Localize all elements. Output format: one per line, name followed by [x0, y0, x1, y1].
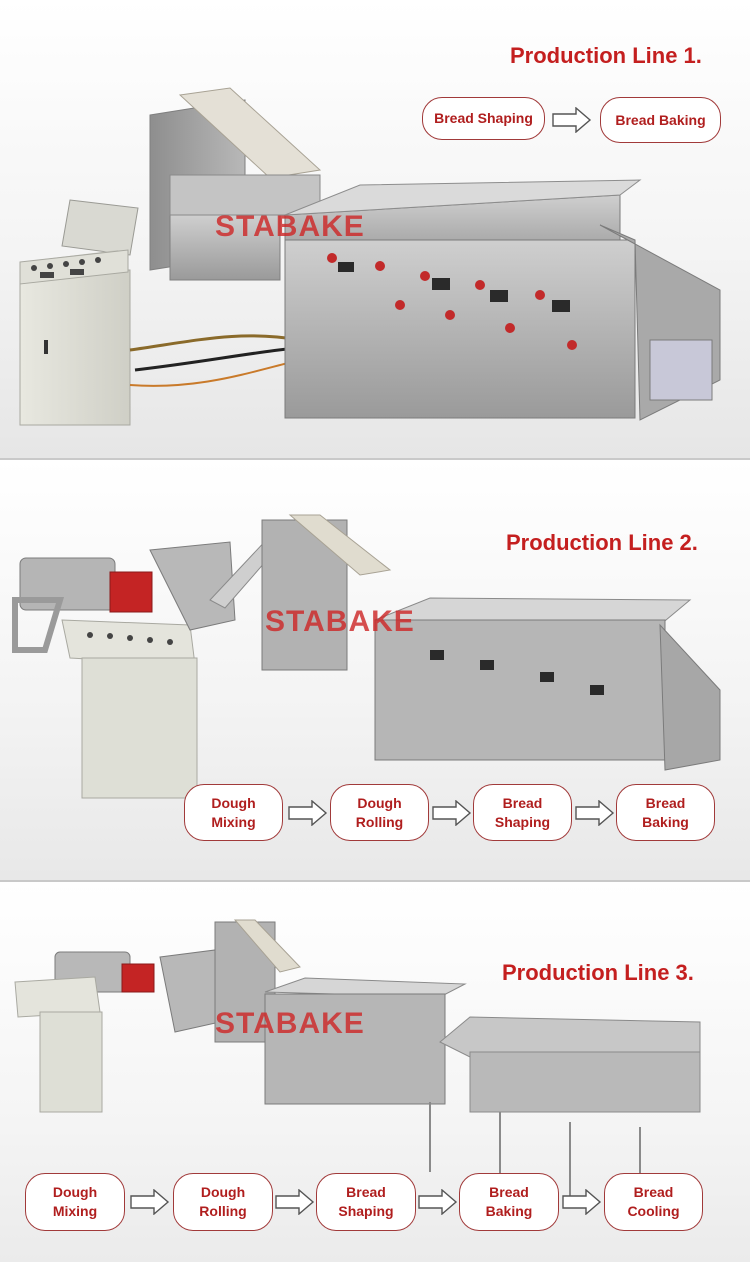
production-line-3-photo — [14, 919, 701, 1212]
arrow-right-icon — [130, 1189, 170, 1215]
step-label-line2: Cooling — [627, 1203, 680, 1219]
arrow-right-icon — [418, 1189, 458, 1215]
arrow-right-icon — [575, 800, 615, 826]
section-divider — [0, 458, 750, 460]
step-label-line2: Mixing — [52, 1203, 98, 1219]
step-label-line1: Bread — [645, 794, 686, 811]
step-label-line1: Dough — [357, 794, 402, 811]
production-line-1-photo — [19, 87, 721, 426]
step-bread-baking: Bread Baking — [600, 97, 721, 143]
production-line-2-photo — [12, 514, 721, 799]
step-label-line2: Rolling — [199, 1203, 247, 1219]
step-label-line1: Dough — [200, 1184, 246, 1200]
step-label-line1: Bread — [633, 1184, 674, 1200]
step-label-line2: Rolling — [355, 813, 404, 830]
arrow-right-icon — [432, 800, 472, 826]
section-divider — [0, 880, 750, 882]
step-label-line2: Shaping — [494, 813, 551, 830]
step-label-line2: Baking — [642, 813, 689, 830]
watermark-logo: STABAKE — [215, 210, 365, 243]
arrow-right-icon — [552, 107, 592, 133]
watermark-logo: STABAKE — [215, 1007, 365, 1040]
section-title: Production Line 2. — [506, 530, 698, 555]
step-label-line2: Shaping — [338, 1203, 394, 1219]
step-label-line1: Dough — [211, 794, 256, 811]
step-label-line1: Bread — [346, 1184, 386, 1200]
step-label-line2: Baking — [485, 1203, 533, 1219]
section-title: Production Line 3. — [502, 960, 694, 985]
production-line-1-section: Production Line 1. Bread Shaping Bread B… — [0, 0, 750, 458]
step-bread-shaping: Bread Shaping — [422, 97, 545, 140]
step-label-line1: Dough — [52, 1184, 98, 1200]
arrow-right-icon — [562, 1189, 602, 1215]
step-label: Bread Baking — [615, 111, 706, 128]
step-label-line2: Mixing — [211, 813, 256, 830]
watermark-logo: STABAKE — [265, 605, 415, 638]
arrow-right-icon — [275, 1189, 315, 1215]
page-title: Production Line 1. — [510, 43, 702, 68]
step-label: Bread Shaping — [434, 110, 533, 126]
step-label-line1: Bread — [489, 1184, 529, 1200]
arrow-right-icon — [288, 800, 328, 826]
step-label-line1: Bread — [502, 794, 543, 811]
